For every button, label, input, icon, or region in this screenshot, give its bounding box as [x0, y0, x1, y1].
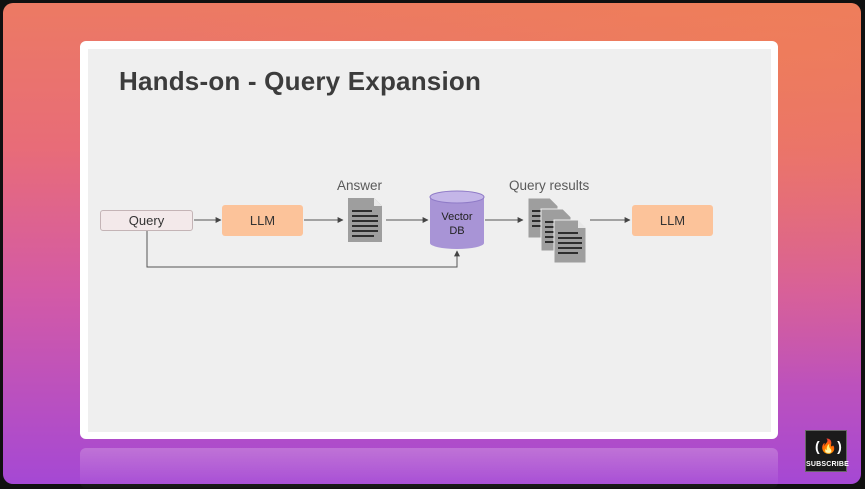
slide: [80, 41, 778, 439]
query-results-label: Query results: [509, 178, 590, 193]
query-results-documents-icon: [527, 197, 587, 264]
slide-reflection: [80, 448, 778, 488]
vector-db-label-line1: Vector: [441, 211, 473, 223]
llm-box-second: LLM: [632, 205, 713, 236]
query-box: Query: [100, 210, 193, 231]
answer-label: Answer: [337, 178, 383, 193]
freecodecamp-logo-icon: (🔥): [815, 438, 842, 454]
slide-title: Hands-on - Query Expansion: [119, 66, 482, 96]
arrow-query-to-db: [146, 231, 460, 268]
vector-db-icon: [429, 190, 485, 249]
subscribe-watermark[interactable]: (🔥) SUBSCRIBE: [805, 430, 850, 472]
slide-content-area: [88, 49, 771, 432]
vector-db-label-line2: DB: [449, 225, 465, 237]
vector-db-label: Vector DB: [430, 210, 484, 238]
subscribe-text: SUBSCRIBE: [806, 461, 850, 468]
answer-document-icon: [348, 198, 382, 242]
llm-box-first: LLM: [222, 205, 303, 236]
